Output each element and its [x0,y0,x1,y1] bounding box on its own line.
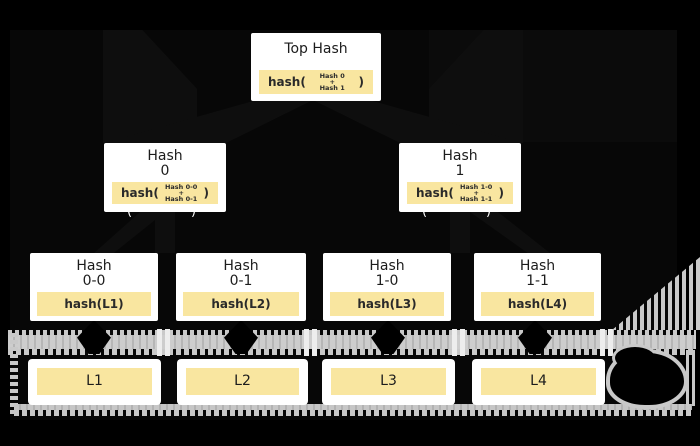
title-line-1: Hash [519,258,556,274]
node-title: Hash 0-0 [30,253,158,289]
top-hash-node: Top Hash hash( Hash 0 + Hash 1 ) [251,33,381,101]
hash-1-0-node: Hash 1-0 hash(L3) [323,253,451,321]
node-title: Hash 0-1 [176,253,306,289]
node-title: Hash 1-0 [323,253,451,289]
remnant-arc: ( [127,204,133,219]
data-block-label: L4 [481,368,596,395]
title-line-2: 1-0 [375,273,399,289]
hash-expression: hash(L4) [481,292,594,316]
page-curl [610,353,684,405]
operator-plus: + [329,78,335,86]
node-title: Top Hash [284,41,348,57]
data-strip-tear-2 [304,329,320,356]
data-block-l1: L1 [28,359,161,405]
hash-expression: hash( Hash 0 + Hash 1 ) [259,70,373,94]
data-block-l2: L2 [177,359,308,405]
data-strip-bottom-band [14,404,692,416]
data-strip-tear-4 [600,329,616,356]
operand: Hash 1 [319,84,345,92]
title-line-2: 0-0 [82,273,106,289]
title-line-2: 0 [160,163,170,179]
hash-expression: hash( Hash 0-0 + Hash 0-1 ) [112,182,218,204]
title-line-2: 1 [455,163,465,179]
hash-expression: hash( Hash 1-0 + Hash 1-1 ) [407,182,513,204]
data-block-label: L1 [37,368,152,395]
hash-expression: hash(L1) [37,292,151,316]
hash-0-node: Hash 0 hash( Hash 0-0 + Hash 0-1 ) [104,143,226,212]
data-block-l4: L4 [472,359,605,405]
hash-fn-open: hash( [416,186,454,200]
data-strip-tear-1 [157,329,173,356]
data-block-label: L2 [186,368,299,395]
data-strip-top-band [8,330,696,355]
hash-expression: hash(L2) [183,292,299,316]
operand: Hash 1-0 [459,183,493,191]
data-strip-tear-3 [452,329,468,356]
hash-0-1-node: Hash 0-1 hash(L2) [176,253,306,321]
operand: Hash 0-0 [164,183,198,191]
remnant-arc: ( [422,204,428,219]
node-title: Hash 1-1 [474,253,601,289]
hash-operands: Hash 0-0 + Hash 0-1 [159,183,204,203]
operand: Hash 0 [319,72,345,80]
title-line-1: Hash [369,258,405,274]
title-line-1: Hash [223,258,259,274]
node-title: Hash 1 [399,143,521,179]
hash-fn-open: hash( [121,186,159,200]
data-block-l3: L3 [322,359,455,405]
hash-expression: hash(L3) [330,292,444,316]
data-block-label: L3 [331,368,446,395]
hash-fn-close: ) [498,186,504,200]
title-line-1: Hash [147,148,183,164]
hash-fn-close: ) [203,186,209,200]
title-line-2: 0-1 [229,273,253,289]
operator-plus: + [178,189,184,197]
data-strip-left-cap [10,332,18,414]
hash-0-0-node: Hash 0-0 hash(L1) [30,253,158,321]
title-line-1: Hash [76,258,112,274]
operand: Hash 1-1 [459,195,493,203]
hash-operands: Hash 1-0 + Hash 1-1 [454,183,499,203]
hash-1-node: Hash 1 hash( Hash 1-0 + Hash 1-1 ) [399,143,521,212]
ghost-shaft-right [450,212,470,253]
operator-plus: + [473,189,479,197]
remnant-arc: ) [191,204,197,219]
remnant-arc: ) [486,204,492,219]
operand: Hash 0-1 [164,195,198,203]
ghost-shaft-left [155,212,175,253]
data-strip-right-end [686,350,695,406]
title-line-1: Hash [442,148,478,164]
title-line-2: 1-1 [526,273,549,289]
node-title: Hash 0 [104,143,226,179]
hash-operands: Hash 0 + Hash 1 [306,72,359,92]
hash-1-1-node: Hash 1-1 hash(L4) [474,253,601,321]
hash-fn-open: hash( [268,75,306,89]
hash-fn-close: ) [358,75,364,89]
